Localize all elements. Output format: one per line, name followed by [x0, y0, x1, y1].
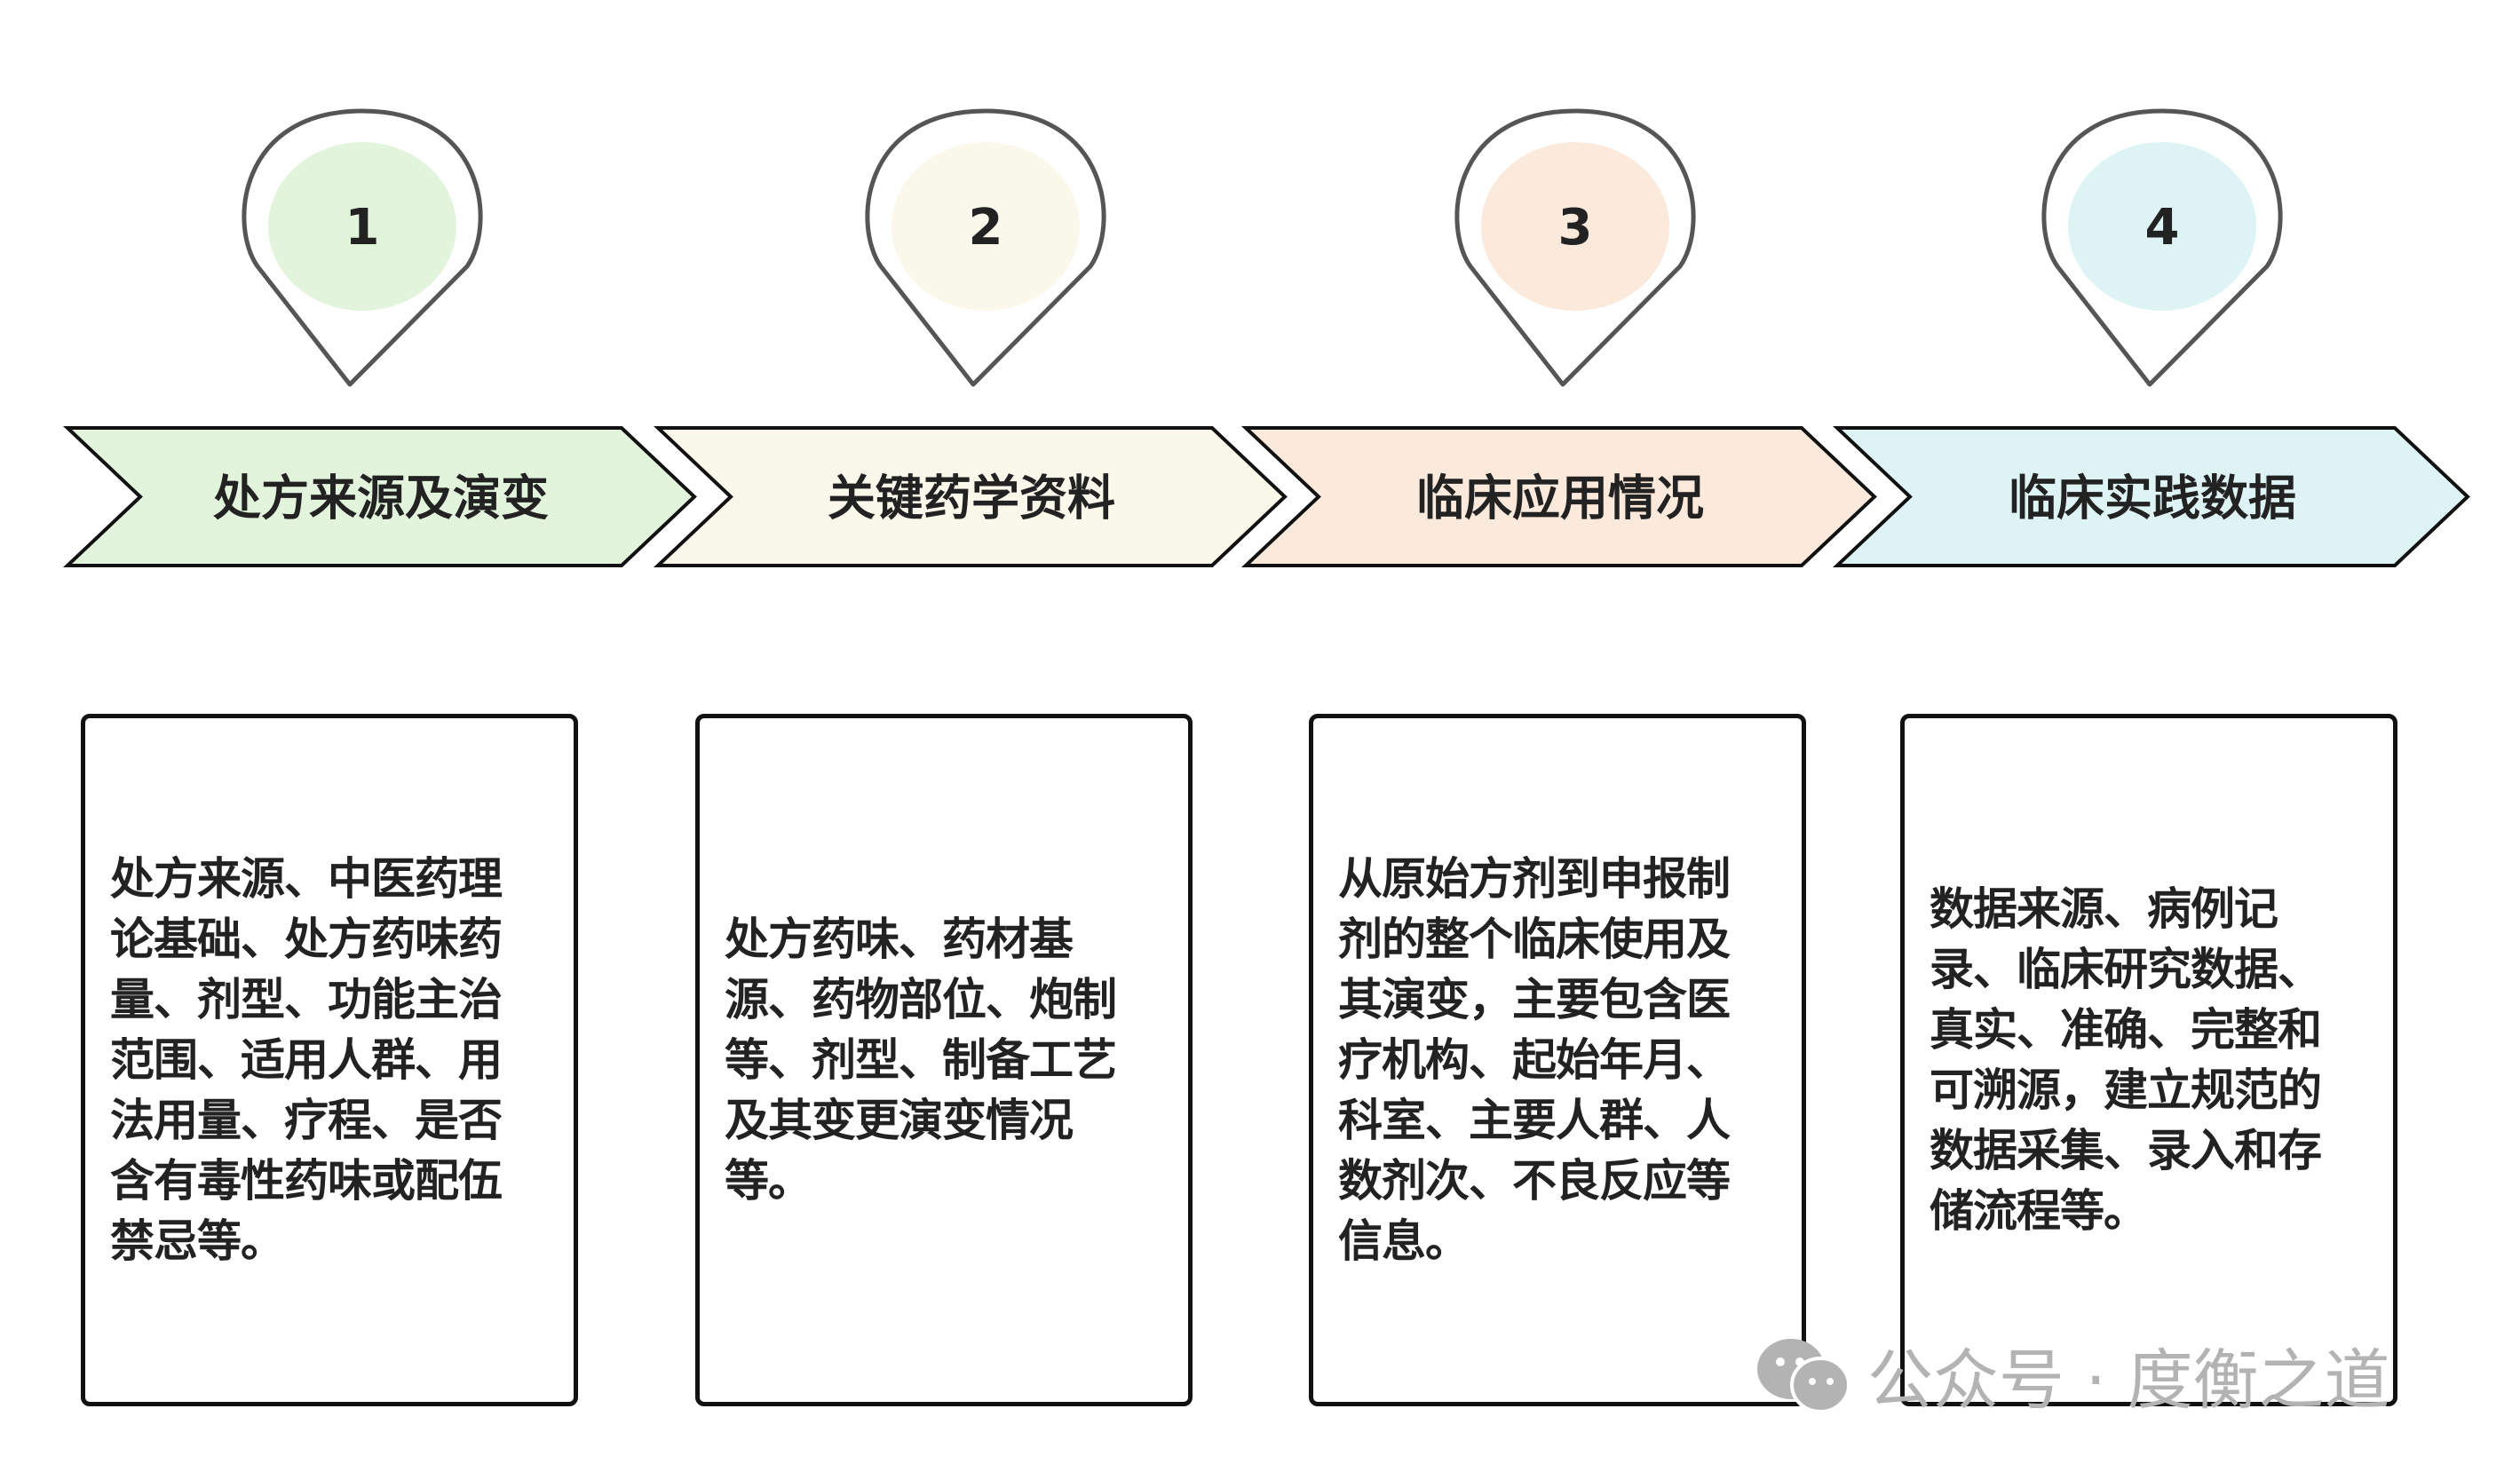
step-arrow: 临床实践数据	[1832, 426, 2470, 567]
pin-marker: 3	[1454, 108, 1696, 387]
description-line: 从原始方剂到申报制	[1338, 853, 1731, 905]
description-line: 等、剂型、制备工艺	[725, 1034, 1117, 1086]
description-line: 录、临床研究数据、	[1930, 944, 2322, 995]
step-description-box: 从原始方剂到申报制剂的整个临床使用及其演变，主要包含医疗机构、起始年月、科室、主…	[1309, 714, 1806, 1406]
step-arrow: 关键药学资料	[653, 426, 1288, 567]
step-title: 临床应用情况	[1416, 471, 1704, 526]
description-line: 处方来源、中医药理	[110, 853, 503, 905]
description-line: 数据采集、录入和存	[1930, 1125, 2322, 1176]
step-title: 处方来源及演变	[213, 471, 549, 526]
description-line: 及其变更演变情况	[725, 1095, 1074, 1146]
step-arrow: 处方来源及演变	[62, 426, 697, 567]
step-description-box: 处方来源、中医药理论基础、处方药味药量、剂型、功能主治范围、适用人群、用法用量、…	[81, 714, 578, 1406]
step-3: 3 临床应用情况	[1240, 108, 1877, 567]
pin-marker: 2	[865, 108, 1106, 387]
step-arrow: 临床应用情况	[1240, 426, 1877, 567]
watermark-text: 公众号 · 度衡之道	[1867, 1342, 2390, 1419]
description-line: 数剂次、不良反应等	[1338, 1155, 1731, 1207]
description-line: 疗机构、起始年月、	[1338, 1034, 1731, 1086]
description-line: 法用量、疗程、是否	[110, 1095, 503, 1146]
step-4: 4 临床实践数据	[1832, 108, 2470, 567]
wechat-icon	[1757, 1338, 1850, 1413]
description-line: 范围、适用人群、用	[110, 1034, 503, 1086]
description-line: 科室、主要人群、人	[1338, 1095, 1731, 1146]
step-number: 2	[969, 199, 1003, 257]
pin-marker: 4	[2041, 108, 2283, 387]
description-line: 含有毒性药味或配伍	[110, 1155, 503, 1207]
description-line: 量、剂型、功能主治	[110, 974, 503, 1025]
description-line: 其演变，主要包含医	[1338, 974, 1731, 1025]
description-line: 可溯源，建立规范的	[1930, 1064, 2322, 1116]
step-description-box: 处方药味、药材基源、药物部位、炮制等、剂型、制备工艺及其变更演变情况等。	[695, 714, 1193, 1406]
pin-marker: 1	[242, 108, 483, 387]
step-number: 3	[1558, 199, 1593, 257]
description-line: 剂的整个临床使用及	[1338, 914, 1731, 965]
watermark: 公众号 · 度衡之道	[1754, 1327, 2390, 1422]
step-number: 4	[2145, 199, 2180, 257]
description-line: 储流程等。	[1930, 1185, 2148, 1237]
description-line: 论基础、处方药味药	[110, 914, 503, 965]
description-line: 信息。	[1338, 1215, 1470, 1267]
description-line: 源、药物部位、炮制	[725, 974, 1117, 1025]
description-line: 数据来源、病例记	[1930, 883, 2278, 935]
step-description-box: 数据来源、病例记录、临床研究数据、真实、准确、完整和可溯源，建立规范的数据采集、…	[1900, 714, 2397, 1406]
step-title: 临床实践数据	[2009, 471, 2296, 526]
description-line: 处方药味、药材基	[725, 914, 1074, 965]
description-line: 等。	[725, 1155, 812, 1207]
step-1: 1 处方来源及演变	[62, 108, 697, 567]
step-number: 1	[345, 199, 380, 257]
step-2: 2 关键药学资料	[653, 108, 1288, 567]
description-line: 真实、准确、完整和	[1930, 1004, 2322, 1056]
step-title: 关键药学资料	[828, 471, 1115, 526]
description-line: 禁忌等。	[110, 1215, 285, 1267]
